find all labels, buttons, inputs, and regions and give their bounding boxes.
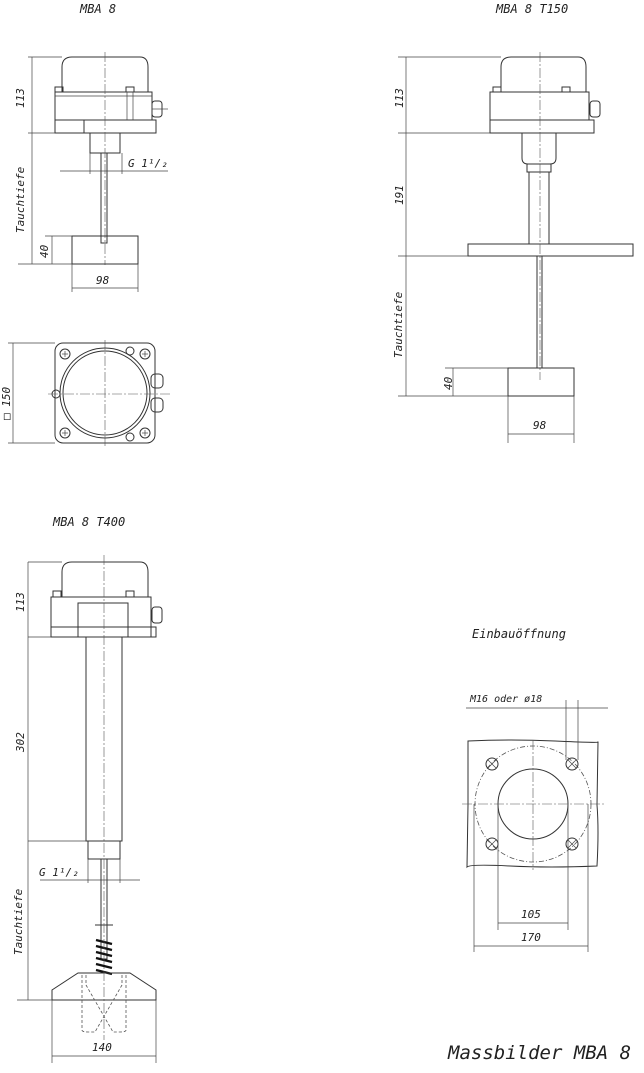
mba8-dim-113: 113 [14,88,27,108]
t150-dim-113: 113 [393,88,406,108]
mba8-t150-title: MBA 8 T150 [496,2,569,16]
t400-dim-113: 113 [14,592,27,612]
mba8-side-view [18,52,168,292]
t400-dim-tauchtiefe: Tauchtiefe [12,888,25,955]
opening-title: Einbauöffnung [472,627,566,641]
mounting-opening-view [462,700,608,952]
opening-dim-hole: M16 oder ø18 [470,694,543,705]
t400-dim-140: 140 [92,1041,112,1054]
opening-dim-170: 170 [521,931,541,944]
mba8-dim-tauchtiefe: Tauchtiefe [14,166,27,233]
mba8-t400-view [17,555,163,1063]
t400-dim-thread: G 1¹/₂ [39,866,79,879]
t400-dim-302: 302 [14,732,27,752]
mba8-title: MBA 8 [80,2,117,16]
opening-dim-105: 105 [521,908,541,921]
mba8-dim-98: 98 [96,274,110,287]
mba8-t150-view [398,52,634,443]
t150-dim-98: 98 [533,419,547,432]
mba8-dim-40: 40 [38,244,51,258]
t150-dim-tauchtiefe: Tauchtiefe [392,291,405,358]
t150-dim-191: 191 [393,185,406,205]
mba8-top-view [8,340,170,448]
mba8-t400-title: MBA 8 T400 [53,515,126,529]
footer-caption: Massbilder MBA 8 [448,1042,632,1064]
mba8-dim-square: □ 150 [0,386,13,420]
mba8-dim-thread: G 1¹/₂ [128,157,168,170]
t150-dim-40: 40 [442,376,455,390]
